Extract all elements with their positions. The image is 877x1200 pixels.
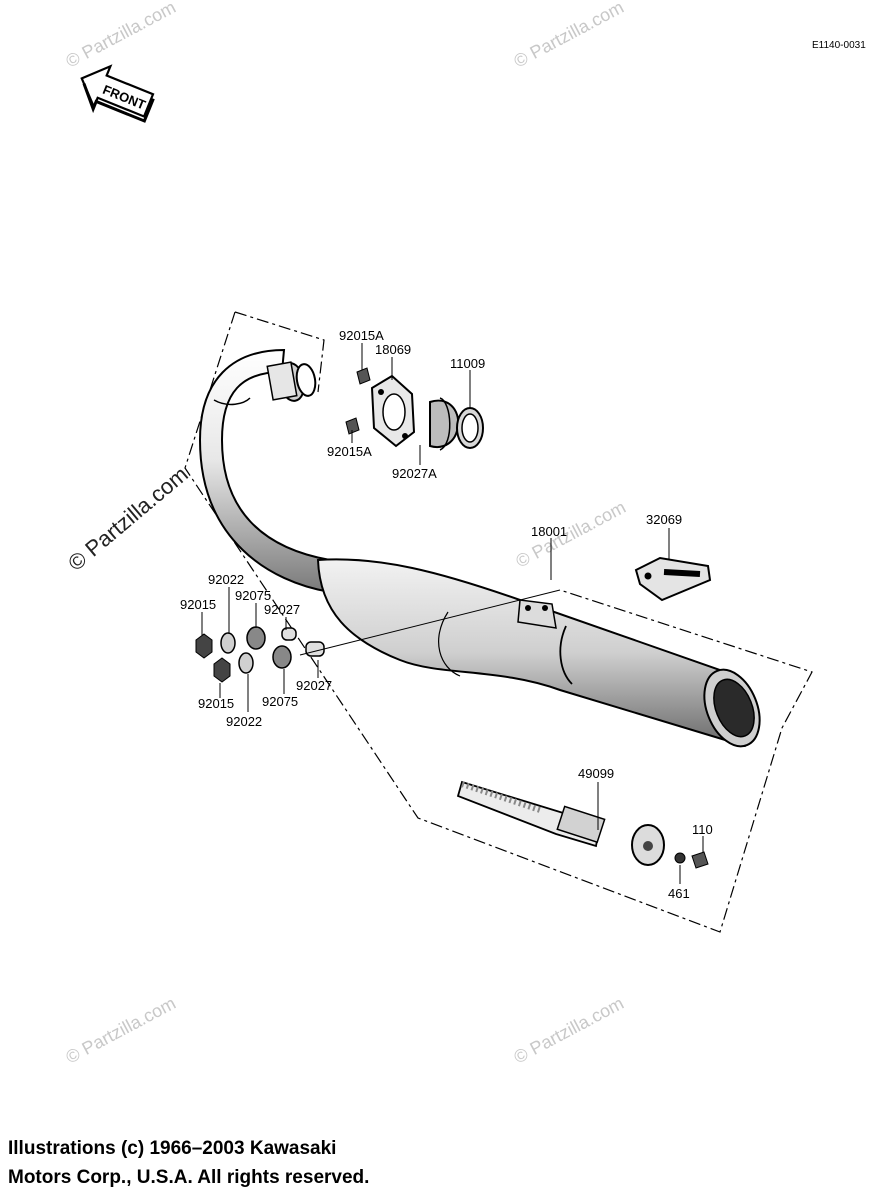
part-label-92027: 92027	[296, 678, 332, 693]
mount-hardware	[195, 626, 325, 683]
part-label-92022: 92022	[226, 714, 262, 729]
muffler	[316, 558, 761, 748]
reference-code: E1140-0031	[812, 40, 866, 51]
part-label-92027A: 92027A	[392, 466, 437, 481]
part-label-92015: 92015	[198, 696, 234, 711]
part-label-461: 461	[668, 886, 690, 901]
copyright-line-2: Motors Corp., U.S.A. All rights reserved…	[8, 1167, 370, 1188]
watermark-large: © Partzilla.com	[63, 461, 193, 575]
part-label-92075: 92075	[235, 588, 271, 603]
part-label-92027: 92027	[264, 602, 300, 617]
watermark: © Partzilla.com	[512, 497, 628, 572]
leader-lines	[201, 343, 704, 884]
front-arrow-icon: FRONT	[80, 64, 155, 123]
part-label-110: 110	[692, 822, 713, 837]
part-label-92022: 92022	[208, 572, 244, 587]
part-label-11009: 11009	[450, 356, 485, 371]
assembly-boundary	[184, 311, 813, 933]
copyright-notice: Illustrations (c) 1966–2003 Kawasaki Mot…	[8, 1134, 369, 1192]
part-label-92015A: 92015A	[327, 444, 372, 459]
part-label-92015A: 92015A	[339, 328, 384, 343]
spark-arrestor	[456, 780, 709, 869]
bracket	[634, 556, 712, 602]
part-label-18001: 18001	[531, 524, 567, 539]
flange-group	[345, 367, 484, 451]
watermark: © Partzilla.com	[510, 0, 626, 72]
copyright-line-1: Illustrations (c) 1966–2003 Kawasaki	[8, 1138, 337, 1159]
part-label-18069: 18069	[375, 342, 411, 357]
watermark: © Partzilla.com	[510, 993, 626, 1068]
part-label-49099: 49099	[578, 766, 614, 781]
part-label-92075: 92075	[262, 694, 298, 709]
part-label-92015: 92015	[180, 597, 216, 612]
header-pipe	[198, 348, 346, 594]
part-labels: 92015A 18069 11009 92015A 92027A 18001 3…	[180, 328, 713, 901]
watermark: © Partzilla.com	[62, 0, 178, 72]
part-label-32069: 32069	[646, 512, 682, 527]
watermark: © Partzilla.com	[62, 993, 178, 1068]
